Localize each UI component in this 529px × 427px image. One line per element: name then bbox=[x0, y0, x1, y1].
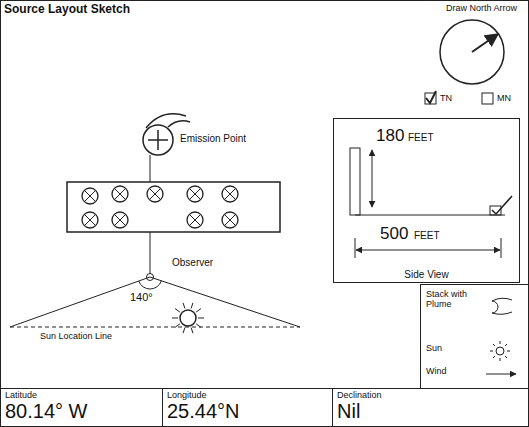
handwritten-value: 25.44°N bbox=[167, 401, 328, 421]
ground-line bbox=[355, 215, 505, 216]
fan-blades bbox=[115, 189, 125, 199]
fan-blades bbox=[225, 189, 235, 199]
fan-symbol bbox=[187, 186, 203, 202]
angle-arc bbox=[139, 281, 162, 289]
check-mark bbox=[492, 196, 512, 214]
fan-symbol bbox=[222, 212, 238, 228]
field-label: Declination bbox=[337, 391, 524, 401]
tick bbox=[501, 238, 502, 258]
checkbox-label: TN bbox=[440, 93, 452, 103]
dimension-unit: FEET bbox=[414, 230, 440, 242]
tick bbox=[355, 238, 356, 258]
part-label: Emission Point bbox=[180, 133, 246, 145]
fan-blades bbox=[150, 189, 160, 199]
dimension-value: 180 bbox=[376, 126, 404, 146]
dimension-unit: FEET bbox=[408, 132, 434, 144]
legend-wind-sample bbox=[486, 374, 516, 375]
sun-ray bbox=[191, 303, 193, 309]
handwritten-value: 80.14° W bbox=[5, 401, 158, 421]
check-mark bbox=[426, 91, 436, 103]
handwritten-value: Nil bbox=[337, 401, 524, 421]
field-label: Longitude bbox=[167, 391, 328, 401]
north-arrow bbox=[472, 34, 498, 52]
form-title: Source Layout Sketch bbox=[4, 3, 130, 17]
height-arrow bbox=[372, 150, 373, 207]
sun-ray bbox=[198, 318, 204, 319]
stack-cross bbox=[148, 130, 168, 150]
declination-cell: DeclinationNil bbox=[332, 388, 529, 427]
side-view-panel: Side View bbox=[333, 118, 520, 283]
distance-arrow bbox=[356, 250, 500, 251]
sun-ray bbox=[172, 318, 178, 319]
field-label: Latitude bbox=[5, 391, 158, 401]
view-line bbox=[150, 277, 300, 327]
legend-label: Sun bbox=[426, 344, 478, 354]
fan-blades bbox=[225, 215, 235, 225]
legend-stack-sample bbox=[492, 298, 512, 314]
part-label: Observer bbox=[172, 257, 213, 269]
fan-symbol bbox=[187, 212, 203, 228]
view-line bbox=[10, 277, 150, 327]
sun-location-line bbox=[10, 327, 300, 328]
dimension-value: 500 bbox=[380, 224, 408, 244]
sun-ray bbox=[191, 328, 193, 334]
legend-box bbox=[421, 285, 529, 389]
building-outline bbox=[67, 182, 280, 232]
fan-blades bbox=[85, 215, 95, 225]
sun-ray bbox=[196, 309, 201, 313]
field-label: Draw North Arrow bbox=[446, 3, 517, 13]
angle-value: 140° bbox=[130, 291, 153, 304]
fan-group bbox=[82, 186, 238, 228]
fan-blades bbox=[190, 189, 200, 199]
fan-blades bbox=[190, 215, 200, 225]
field-label: Side View bbox=[338, 269, 515, 280]
legend-label: Wind bbox=[426, 367, 478, 377]
fan-symbol bbox=[112, 186, 128, 202]
longitude-cell: Longitude25.44°N bbox=[162, 388, 333, 427]
sun-ray bbox=[175, 309, 180, 313]
fan-symbol bbox=[112, 212, 128, 228]
stack-symbol bbox=[143, 125, 173, 155]
legend-sun-rays bbox=[490, 341, 510, 361]
sun-ray bbox=[183, 303, 185, 309]
checkbox bbox=[482, 93, 493, 104]
legend-label: Stack with Plume bbox=[426, 290, 478, 310]
sun-ray bbox=[183, 328, 185, 334]
legend-sun-sample bbox=[496, 347, 504, 355]
north-circle bbox=[440, 20, 504, 84]
plume-symbol bbox=[146, 114, 190, 128]
fan-symbol bbox=[222, 186, 238, 202]
part-label: Sun Location Line bbox=[40, 331, 112, 341]
fan-symbol bbox=[147, 186, 163, 202]
fan-blades bbox=[85, 191, 95, 201]
sun-ray bbox=[196, 324, 201, 328]
fan-symbol bbox=[82, 188, 98, 204]
sun-symbol bbox=[180, 310, 196, 326]
side-stack bbox=[350, 148, 360, 215]
sun-rays bbox=[172, 303, 204, 333]
latitude-cell: Latitude80.14° W bbox=[0, 388, 163, 427]
fan-blades bbox=[115, 215, 125, 225]
sun-ray bbox=[175, 324, 180, 328]
checkbox-label: MN bbox=[497, 93, 511, 103]
fan-symbol bbox=[82, 212, 98, 228]
